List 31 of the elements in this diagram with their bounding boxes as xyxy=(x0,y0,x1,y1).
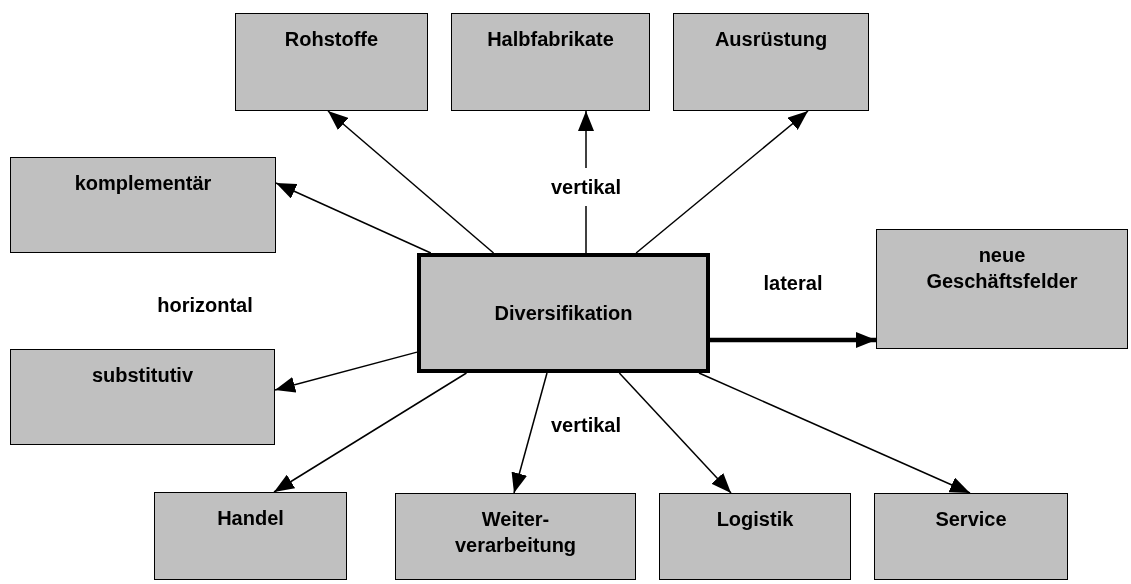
box-label: Halbfabrikate xyxy=(487,27,614,52)
process-box xyxy=(235,13,428,111)
process-box xyxy=(673,13,869,111)
arrow xyxy=(327,110,495,254)
arrow xyxy=(273,372,468,493)
process-box xyxy=(876,229,1128,349)
box-label: Weiter- verarbeitung xyxy=(453,507,578,558)
process-box xyxy=(874,493,1068,580)
box-label: Service xyxy=(935,507,1007,532)
box-label: Diversifikation xyxy=(494,301,633,326)
process-box xyxy=(451,13,650,111)
process-box xyxy=(659,493,851,580)
arrow xyxy=(635,110,809,254)
arrow xyxy=(275,182,432,254)
box-label: substitutiv xyxy=(91,363,194,388)
arrow xyxy=(698,372,971,494)
box-label: Logistik xyxy=(716,507,794,532)
box-label: komplementär xyxy=(74,171,212,196)
box-label: Handel xyxy=(217,506,284,531)
arrow xyxy=(618,372,732,494)
box-label: neue Geschäftsfelder xyxy=(925,243,1079,294)
process-box xyxy=(154,492,347,580)
arrow xyxy=(511,372,548,494)
box-label: Rohstoffe xyxy=(284,27,379,52)
process-box xyxy=(417,253,710,373)
box-label: Ausrüstung xyxy=(714,27,828,52)
process-box xyxy=(395,493,636,580)
process-box xyxy=(10,157,276,253)
process-box xyxy=(10,349,275,445)
arrow xyxy=(710,332,876,348)
arrow xyxy=(274,351,418,393)
